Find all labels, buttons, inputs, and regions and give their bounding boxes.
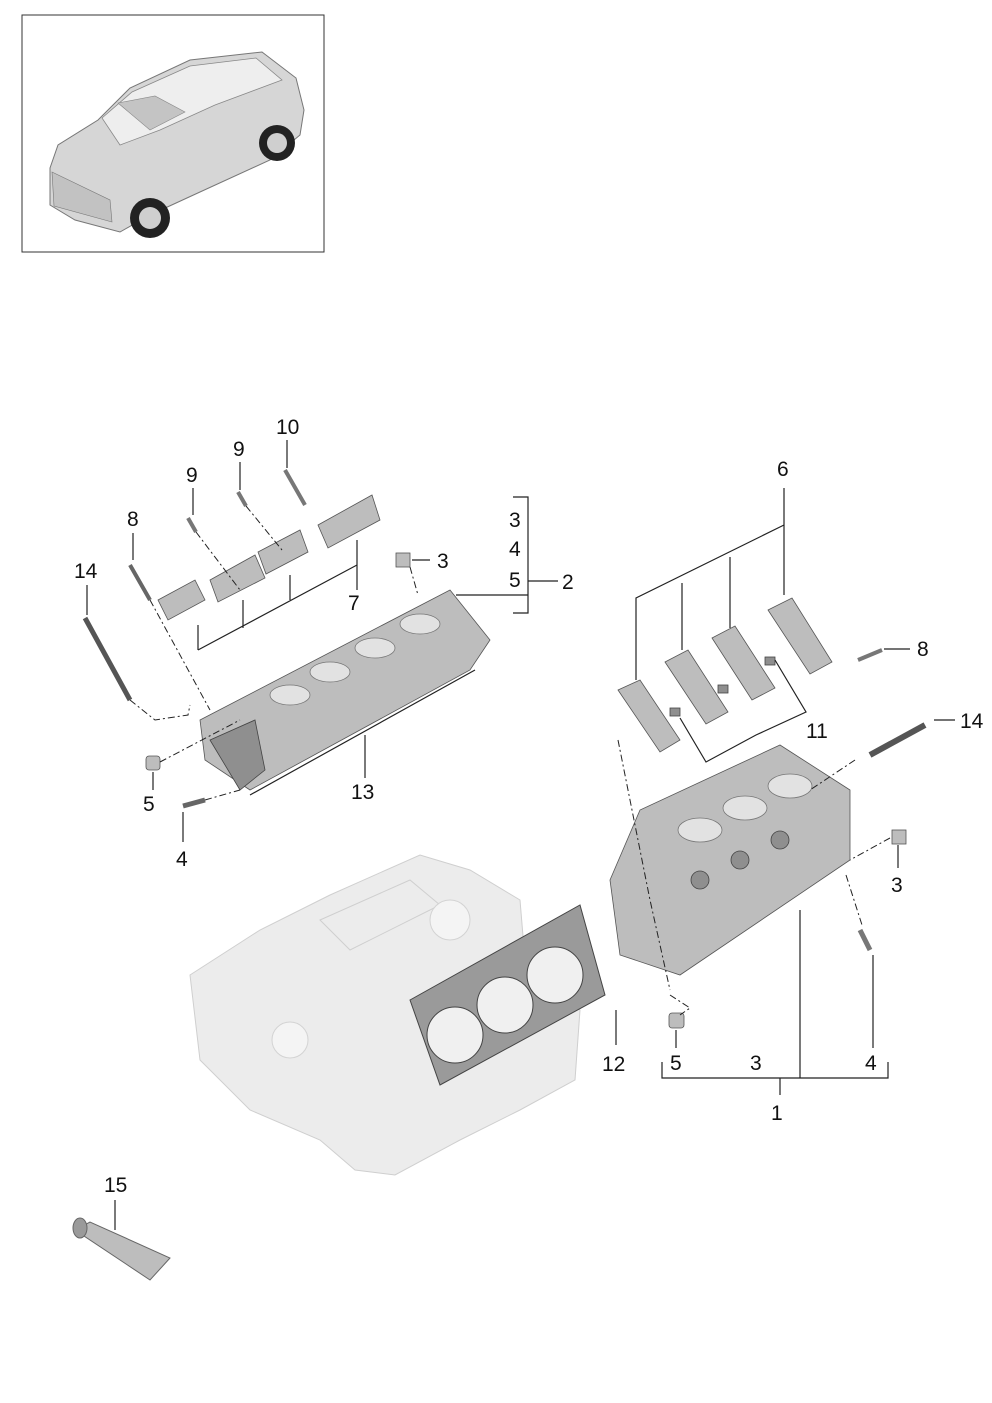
engine-block-ghost [189, 854, 581, 1176]
right-cylinder-head-part [609, 744, 851, 976]
callout-5-group-left: 5 [509, 569, 521, 592]
left-bearing-caps-part [157, 494, 381, 621]
callout-1: 1 [771, 1102, 783, 1125]
vehicle-thumbnail [21, 14, 325, 253]
assembly-lines [129, 505, 891, 1016]
callout-8-left: 8 [127, 508, 139, 531]
sealant-tube-part [72, 1217, 171, 1281]
suv-thumbnail-icon [49, 51, 305, 238]
callout-11: 11 [806, 720, 828, 743]
callout-4-group-left: 4 [509, 538, 521, 561]
callout-4-right-stud: 4 [865, 1052, 877, 1075]
callout-9-b: 9 [233, 438, 245, 461]
callout-labels: 1 2 3 4 5 3 4 5 6 7 8 8 9 9 10 11 12 13 … [74, 416, 984, 1197]
small-parts [82, 469, 927, 1029]
callout-3-right-seal: 3 [891, 874, 903, 897]
right-bearing-caps-part [617, 597, 833, 753]
callout-6: 6 [777, 458, 789, 481]
callout-5-left-sleeve: 5 [143, 793, 155, 816]
callout-3-left-seal: 3 [437, 550, 449, 573]
left-cylinder-head-part [199, 589, 491, 791]
callout-3-group-left: 3 [509, 509, 521, 532]
callout-2: 2 [562, 571, 574, 594]
callout-15: 15 [104, 1174, 127, 1197]
callout-10: 10 [276, 416, 299, 439]
callout-7: 7 [348, 592, 360, 615]
callout-12: 12 [602, 1053, 625, 1076]
callout-4-left-stud: 4 [176, 848, 188, 871]
head-gasket-part [409, 904, 606, 1086]
callout-14-right: 14 [960, 710, 984, 733]
callout-8-right: 8 [917, 638, 929, 661]
callout-14-left: 14 [74, 560, 98, 583]
leader-lines [86, 440, 955, 1230]
callout-3-right-group: 3 [750, 1052, 762, 1075]
callout-13: 13 [351, 781, 374, 804]
callout-9-a: 9 [186, 464, 198, 487]
callout-5-right-sleeve: 5 [670, 1052, 682, 1075]
